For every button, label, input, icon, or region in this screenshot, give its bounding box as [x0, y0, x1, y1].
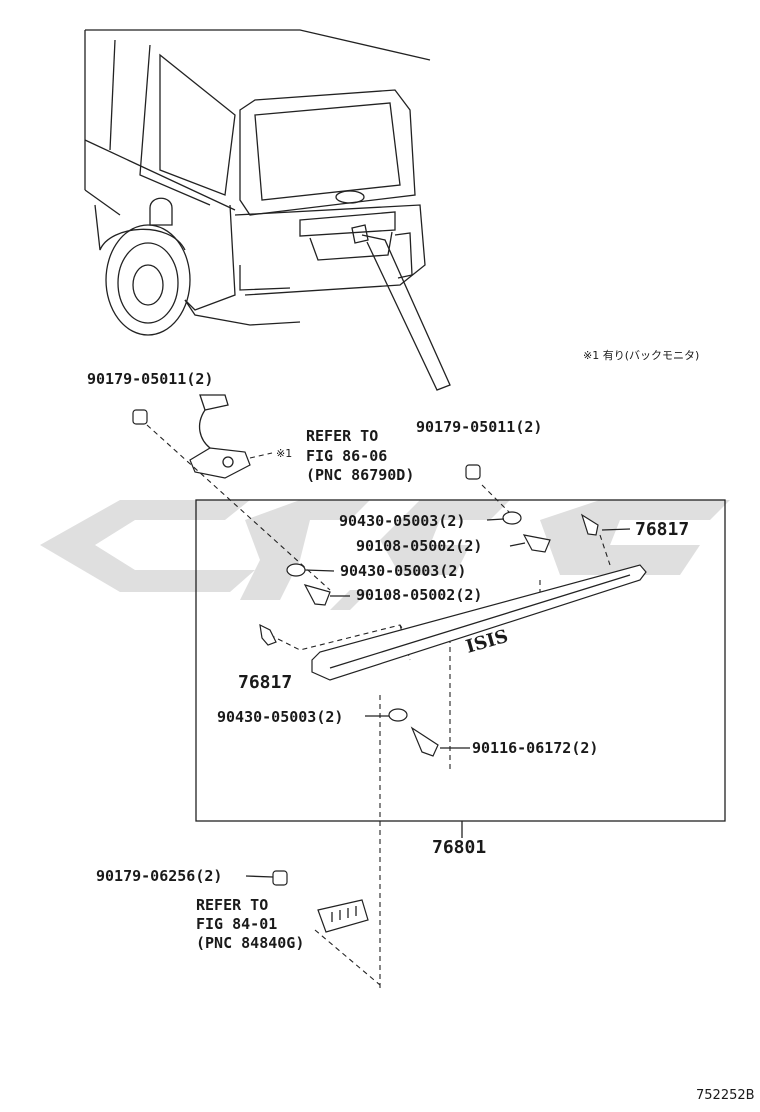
- part-number-clip-left: 76817: [238, 672, 292, 693]
- part-number-screw-1: 90108-05002(2): [356, 537, 482, 555]
- part-number-clip-right: 76817: [635, 519, 689, 540]
- part-number-bolt-top-right: 90179-05011(2): [416, 418, 542, 436]
- part-number-screw-2: 90108-05002(2): [356, 586, 482, 604]
- hardware-parts: [259, 464, 599, 933]
- part-number-washer-1: 90430-05003(2): [339, 512, 465, 530]
- refer-text-camera-3: (PNC 86790D): [306, 466, 414, 484]
- back-door-garnish: ISIS: [311, 564, 647, 681]
- vehicle-rear-illustration: [84, 29, 451, 391]
- assembly-frame: [195, 499, 726, 822]
- refer-text-lamp-3: (PNC 84840G): [196, 934, 304, 952]
- assembly-part-number: 76801: [432, 837, 486, 858]
- part-number-washer-3: 90430-05003(2): [217, 708, 343, 726]
- part-number-washer-2: 90430-05003(2): [340, 562, 466, 580]
- note-text: ※1 有り(バックモニタ): [583, 348, 699, 362]
- part-number-screw-3: 90116-06172(2): [472, 739, 598, 757]
- refer-text-lamp-1: REFER TO: [196, 896, 268, 914]
- refer-text-camera-1: REFER TO: [306, 427, 378, 445]
- part-number-bolt-top-left: 90179-05011(2): [87, 370, 213, 388]
- figure-code: 752252B: [696, 1088, 755, 1103]
- label-leaders: [245, 518, 631, 878]
- note-mark: ※1: [276, 447, 292, 460]
- refer-text-camera-2: FIG 86-06: [306, 447, 387, 465]
- part-number-bolt-bottom: 90179-06256(2): [96, 867, 222, 885]
- back-camera-part: [132, 394, 273, 479]
- refer-text-lamp-2: FIG 84-01: [196, 915, 277, 933]
